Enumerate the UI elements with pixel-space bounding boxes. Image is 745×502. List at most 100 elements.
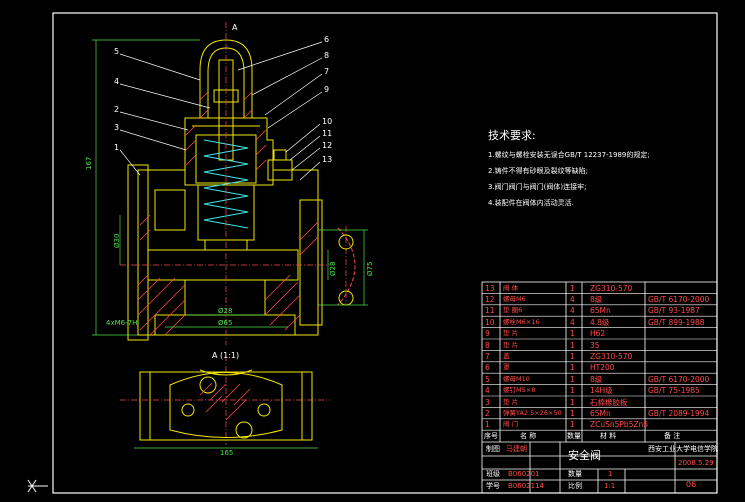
bom-cell-qty: 4 [570, 306, 575, 316]
leader-lines [119, 41, 323, 181]
bom-cell-no: 13 [485, 283, 495, 293]
balloon-6: 6 [324, 35, 330, 44]
balloon-13: 13 [322, 155, 333, 164]
bom-cell-qty: 1 [570, 397, 575, 407]
balloon-7: 7 [324, 67, 330, 76]
bom-cell-qty: 1 [570, 386, 575, 396]
dim-width: 165 [220, 449, 234, 457]
section-marker-a: A [232, 23, 238, 32]
balloon-5: 5 [114, 47, 120, 56]
bom-cell-mat: 14H级 [590, 386, 613, 396]
bom-cell-mat: 8级 [590, 374, 603, 384]
bom-cell-note: GB/T 2089-1994 [648, 408, 710, 418]
dim-bore-dia: Ø28 [218, 307, 233, 315]
bom-cell-no: 11 [485, 306, 495, 316]
bom-header-mat: 材 料 [600, 432, 617, 440]
tb-date: 2008.5.29 [678, 459, 714, 467]
dimension-lines [92, 39, 368, 449]
tb-class-id: B060201 [508, 470, 540, 478]
tech-req-2: 2.铸件不得有砂眼及裂纹等缺陷; [488, 167, 589, 175]
bom-cell-mat: ZG310-570 [590, 351, 633, 361]
flange-side-view [337, 227, 356, 306]
bottom-view-hatch [199, 382, 251, 421]
bom-cell-no: 10 [485, 317, 495, 327]
main-section-view [127, 39, 323, 341]
bom-cell-no: 7 [485, 351, 490, 361]
bom-header-note: 备 注 [664, 432, 681, 440]
tb-student-id: B0602114 [508, 482, 544, 490]
balloon-8: 8 [324, 51, 330, 60]
balloon-1: 1 [114, 143, 120, 152]
tb-scale: 1:1 [604, 482, 616, 490]
tb-school: 西安工业大学电信学院 [648, 445, 718, 453]
bom-header-no: 序号 [484, 432, 498, 440]
bom-cell-name: 垫 片 [503, 397, 519, 406]
tb-scale-label: 比例 [568, 482, 582, 490]
bom-cell-no: 2 [485, 408, 490, 418]
bom-cell-name: 阀 体 [503, 283, 519, 292]
bom-cell-name: 螺母M6 [503, 294, 526, 303]
bom-cell-no: 1 [485, 420, 490, 430]
balloon-10: 10 [322, 117, 333, 126]
bom-cell-name: 螺栓M6×16 [503, 317, 540, 326]
tech-req-4: 4.装配件在阀体内活动灵活. [488, 199, 574, 207]
bom-cell-qty: 1 [570, 408, 575, 418]
bom-cell-name: 螺母M10 [503, 374, 530, 383]
bom-cell-mat: 65Mn [590, 408, 611, 418]
crosshair-x-icon [27, 479, 48, 493]
bom-cell-qty: 1 [570, 420, 575, 430]
bom-cell-no: 9 [485, 329, 490, 339]
bom-cell-qty: 1 [570, 363, 575, 373]
bom-cell-mat: ZG310-570 [590, 283, 633, 293]
bom-cell-name: 罩 [503, 363, 510, 372]
bom-cell-no: 8 [485, 340, 490, 350]
bom-cell-mat: 石棉橡胶板 [590, 397, 628, 407]
bom-cell-note: GB/T 93-1987 [648, 306, 700, 316]
bom-cell-mat: HT200 [590, 363, 615, 373]
bom-cell-name: 盖 [503, 351, 510, 360]
bom-cell-no: 3 [485, 397, 490, 407]
tb-design-name: 马建朝 [506, 445, 527, 453]
tb-qty: 1 [608, 470, 613, 478]
bom-cell-qty: 1 [570, 329, 575, 339]
bom-cell-name: 垫 圈6 [503, 306, 523, 315]
bom-cell-no: 12 [485, 294, 495, 304]
bom-row-lines [482, 293, 717, 431]
view-a-label: A (1:1) [212, 351, 240, 360]
dim-left-dia: Ø30 [113, 233, 121, 248]
tb-title: 安全阀 [568, 449, 601, 462]
bom-cell-mat: H62 [590, 329, 606, 339]
bom-cell-mat: ZCuSn5Pb5Zn5 [590, 420, 649, 430]
bom-cell-mat: 65Mn [590, 306, 611, 316]
bom-cell-qty: 4 [570, 294, 575, 304]
tb-qty-label: 数量 [568, 470, 582, 478]
tech-req-1: 1.螺纹与螺栓安装无误合GB/T 12237-1989的规定; [488, 151, 650, 159]
tech-req-3: 3.阀门阀门与阀门(阀体)连接牢; [488, 183, 587, 191]
bom-cell-qty: 1 [570, 351, 575, 361]
bom-cell-name: 垫 片 [503, 340, 519, 349]
bom-cell-qty: 1 [570, 374, 575, 384]
balloon-11: 11 [322, 129, 333, 138]
tech-req-title: 技术要求: [488, 129, 536, 142]
balloon-9: 9 [324, 85, 330, 94]
bom-cell-qty: 1 [570, 283, 575, 293]
bom-cell-note: GB/T 75-1985 [648, 386, 700, 396]
section-hatching [137, 91, 319, 336]
balloon-2: 2 [114, 105, 120, 114]
dim-thread-note: 4xM6-7H [106, 319, 138, 327]
bom-cell-no: 4 [485, 386, 490, 396]
balloon-4: 4 [114, 77, 120, 86]
bom-cell-note: GB/T 6170-2000 [648, 374, 710, 384]
dim-flange-dia: Ø65 [218, 319, 233, 327]
dim-height: 167 [85, 156, 93, 170]
bom-cell-name: 阀 门 [503, 420, 519, 429]
bom-cell-mat: 35 [590, 340, 600, 350]
tb-design-label: 制图 [486, 445, 500, 453]
bom-cell-qty: 4 [570, 317, 575, 327]
bottom-view-a [139, 369, 313, 441]
bom-header-name: 名 称 [520, 432, 537, 440]
bom-cell-no: 5 [485, 374, 490, 384]
bom-cell-qty: 1 [570, 340, 575, 350]
bom-cell-name: 垫 片 [503, 329, 519, 338]
